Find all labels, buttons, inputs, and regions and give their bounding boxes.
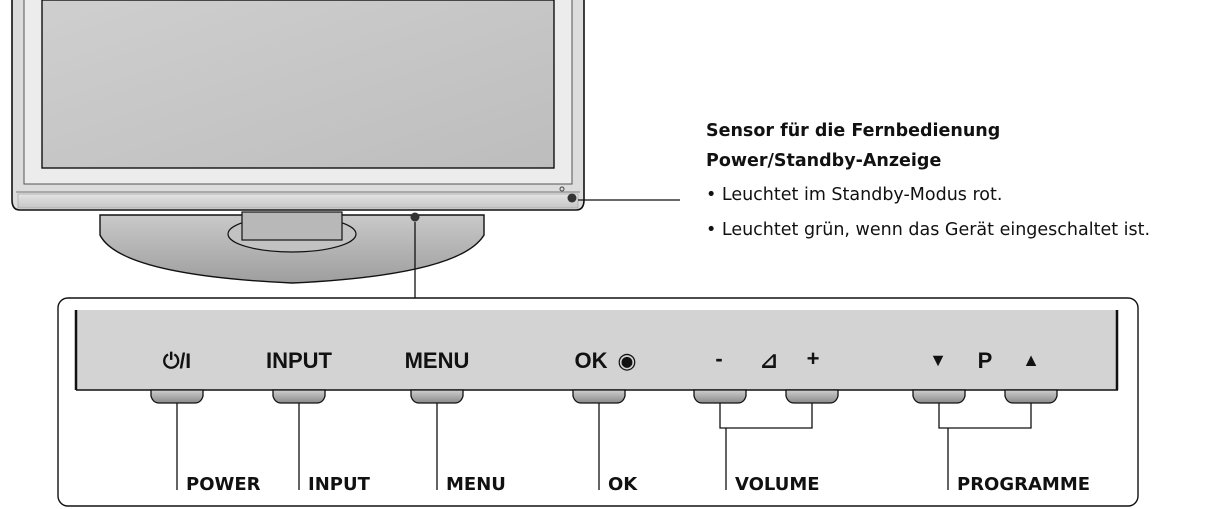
panel-button-glyphs: ⏻/I INPUT MENU OK ◉ - ⊿ + ▼ P ▲ <box>163 346 1040 373</box>
ok-function-label: OK <box>608 474 638 495</box>
programme-up-physical-button[interactable] <box>1004 389 1058 404</box>
remote-sensor-icon <box>559 186 565 192</box>
tv-stand <box>99 211 485 284</box>
ok-circle-icon: ◉ <box>617 348 636 373</box>
control-panel-dot <box>410 212 420 222</box>
menu-physical-button[interactable] <box>410 389 464 404</box>
power-physical-button[interactable] <box>150 389 204 404</box>
tv-screen <box>41 0 555 169</box>
tv-body <box>11 0 585 222</box>
programme-label: P <box>978 348 993 373</box>
menu-function-label: MENU <box>446 474 506 495</box>
volume-icon: ⊿ <box>760 348 778 373</box>
standby-bullet: • Leuchtet im Standby-Modus rot. <box>706 185 1003 205</box>
button-label-connectors <box>176 403 1032 490</box>
input-physical-button[interactable] <box>272 389 326 404</box>
sensor-title: Sensor für die Fernbedienung <box>706 121 1001 141</box>
volume-down-physical-button[interactable] <box>693 389 747 404</box>
function-labels: POWER INPUT MENU OK VOLUME PROGRAMME <box>186 474 1090 495</box>
menu-button-label[interactable]: MENU <box>405 348 470 373</box>
volume-up-label[interactable]: + <box>807 346 820 371</box>
programme-up-icon[interactable]: ▲ <box>1022 350 1040 370</box>
ok-button-label[interactable]: OK <box>575 348 608 373</box>
power-indicator-title: Power/Standby-Anzeige <box>706 151 942 171</box>
stand-neck <box>241 211 343 241</box>
ok-physical-button[interactable] <box>572 389 626 404</box>
volume-function-label: VOLUME <box>735 474 820 495</box>
programme-function-label: PROGRAMME <box>957 474 1090 495</box>
control-panel-face <box>76 310 1118 390</box>
volume-up-physical-button[interactable] <box>785 389 839 404</box>
control-panel <box>74 310 1119 391</box>
programme-down-physical-button[interactable] <box>912 389 966 404</box>
physical-buttons <box>150 389 1058 404</box>
power-on-bullet: • Leuchtet grün, wenn das Gerät eingesch… <box>706 220 1151 240</box>
power-led-icon <box>567 193 577 203</box>
volume-down-label[interactable]: - <box>715 346 722 371</box>
power-function-label: POWER <box>186 474 261 495</box>
tv-button-strip <box>17 193 579 209</box>
input-button-label[interactable]: INPUT <box>266 348 333 373</box>
input-function-label: INPUT <box>308 474 371 495</box>
programme-down-icon[interactable]: ▼ <box>929 350 947 370</box>
power-button-label[interactable]: ⏻/I <box>163 350 191 373</box>
